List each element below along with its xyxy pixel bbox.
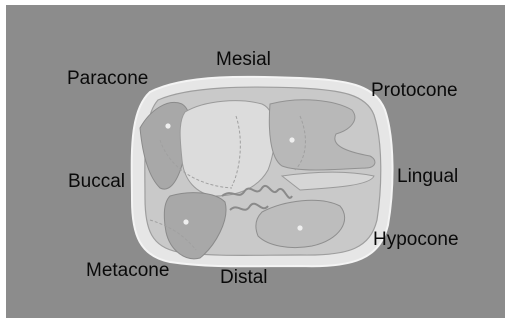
label-hypocone: Hypocone	[373, 230, 459, 249]
label-paracone: Paracone	[67, 69, 148, 88]
label-mesial: Mesial	[216, 50, 271, 69]
label-buccal: Buccal	[68, 172, 125, 191]
label-distal: Distal	[220, 268, 268, 287]
protocone-tip	[289, 137, 294, 142]
label-lingual: Lingual	[397, 167, 458, 186]
hypocone-tip	[297, 225, 302, 230]
paracone-tip	[165, 123, 170, 128]
label-metacone: Metacone	[86, 261, 169, 280]
label-protocone: Protocone	[371, 81, 458, 100]
metacone-tip	[183, 219, 188, 224]
